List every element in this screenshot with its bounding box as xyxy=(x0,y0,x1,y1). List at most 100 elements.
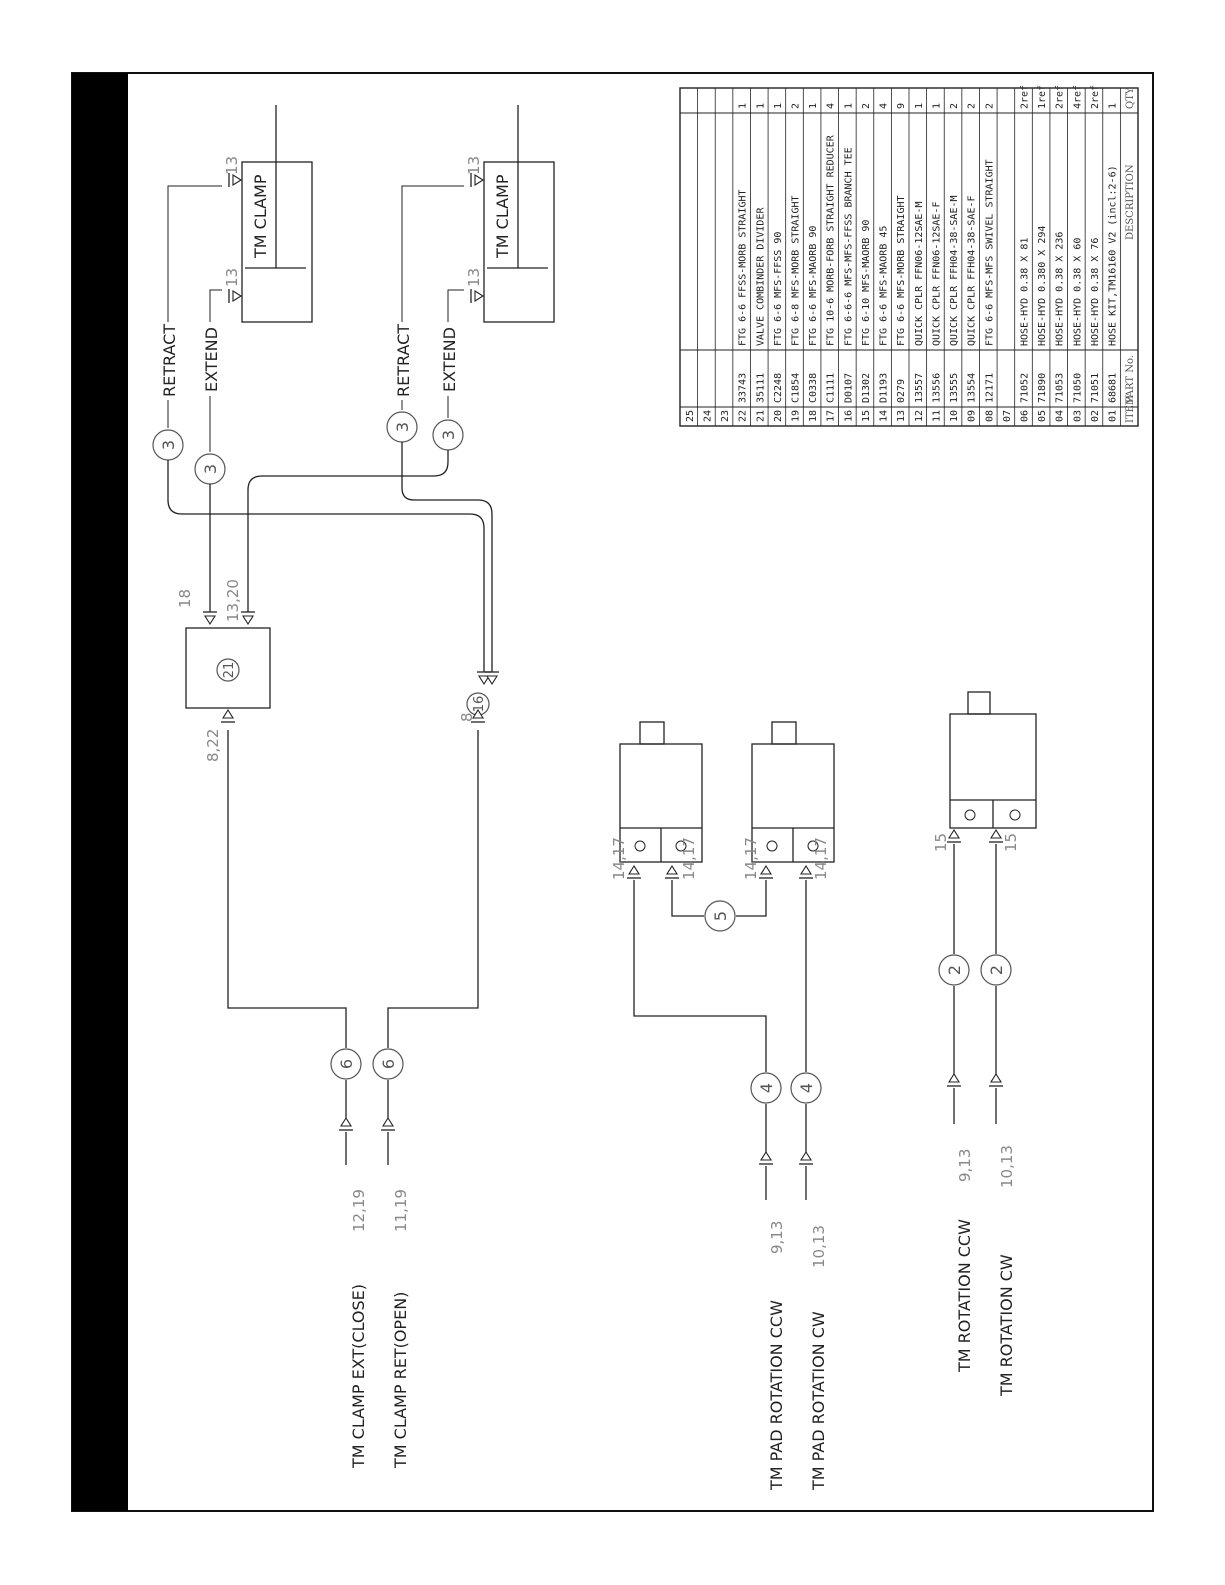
bom-item-number: 05 xyxy=(1037,410,1048,422)
bom-qty: 2 xyxy=(984,103,995,109)
bom-item-number: 02 xyxy=(1090,410,1101,422)
bom-qty: 1ref xyxy=(1037,85,1048,109)
bom-description: HOSE KIT,TM16160 V2 (incl:2-6) xyxy=(1108,165,1119,346)
bom-item-number: 21 xyxy=(755,410,766,422)
balloon-3: 3 xyxy=(386,411,418,443)
bom-item-number: 14 xyxy=(879,410,890,422)
port-label-13: 13 xyxy=(465,268,483,287)
tm-clamp-cylinder-top xyxy=(241,105,313,323)
bom-item-number: 13 xyxy=(896,410,907,422)
bom-qty: 1 xyxy=(931,103,942,109)
port-label-13: 13 xyxy=(465,156,483,175)
tm-clamp-label-top: TM CLAMP xyxy=(251,174,270,259)
svg-text:2: 2 xyxy=(945,965,964,975)
svg-text:3: 3 xyxy=(439,430,458,440)
bom-description: FTG 6-6 MFS-MAORB 45 xyxy=(879,226,890,346)
bom-part-number: 71052 xyxy=(1020,373,1031,403)
bom-description: HOSE-HYD 0.38 X 76 xyxy=(1090,238,1101,346)
bom-part-number: 68681 xyxy=(1108,373,1119,403)
bom-item-number: 11 xyxy=(931,410,942,422)
clamp-ext-label: TM CLAMP EXT(CLOSE) xyxy=(349,1284,368,1469)
bom-part-number: D1193 xyxy=(879,373,890,403)
bom-description: FTG 10-6 MORB-FORB STRAIGHT REDUCER xyxy=(826,134,837,346)
bom-description: VALVE COMBINDER DIVIDER xyxy=(755,207,766,346)
bom-part-number: D0107 xyxy=(843,373,854,403)
extend-label: EXTEND xyxy=(202,327,221,392)
bom-item-number: 19 xyxy=(791,410,802,422)
bom-item-number: 15 xyxy=(861,410,872,422)
bom-qty: 9 xyxy=(896,103,907,109)
bom-description: FTG 6-8 MFS-MORB STRAIGHT xyxy=(791,195,802,346)
bom-header-qty: QTY xyxy=(1125,87,1136,109)
bom-item-number: 06 xyxy=(1020,410,1031,422)
extend-label: EXTEND xyxy=(440,327,459,392)
bom-description: FTG 6-6 MFS-FFSS 90 xyxy=(773,232,784,346)
bom-part-number: 71051 xyxy=(1090,373,1101,403)
bom-header-item: ITEM xyxy=(1125,395,1136,423)
combiner-divider-valve xyxy=(185,627,271,709)
rot-ccw-ref: 9,13 xyxy=(956,1149,974,1182)
port-label-14-17: 14,17 xyxy=(742,837,760,880)
bom-part-number: 71890 xyxy=(1037,373,1048,403)
bom-item-number: 12 xyxy=(914,410,925,422)
clamp-ext-ref: 12,19 xyxy=(350,1189,368,1232)
port-label-15: 15 xyxy=(932,833,950,852)
balloon-3: 3 xyxy=(432,419,464,451)
bom-part-number: D1302 xyxy=(861,373,872,403)
bom-qty: 2ref xyxy=(1020,85,1031,109)
bom-part-number: 13554 xyxy=(967,373,978,403)
svg-text:6: 6 xyxy=(379,1059,398,1069)
bom-qty: 2 xyxy=(967,103,978,109)
bom-qty: 1 xyxy=(808,103,819,109)
bom-qty: 2ref xyxy=(1055,85,1066,109)
bom-qty: 4ref xyxy=(1072,85,1083,109)
bom-description: QUICK CPLR FFH04-38-SAE-F xyxy=(967,195,978,346)
bom-part-number: C1111 xyxy=(826,373,837,403)
bom-item-number: 01 xyxy=(1108,410,1119,422)
bom-item-number: 10 xyxy=(949,410,960,422)
bom-part-number: 13556 xyxy=(931,373,942,403)
svg-text:3: 3 xyxy=(159,440,178,450)
port-label-14-17: 14,17 xyxy=(812,837,830,880)
balloon-3: 3 xyxy=(152,429,184,461)
bom-item-number: 07 xyxy=(1002,410,1013,422)
port-label-15: 15 xyxy=(1002,833,1020,852)
rot-ccw-label: TM ROTATION CCW xyxy=(955,1219,974,1373)
bom-qty: 1 xyxy=(755,103,766,109)
bom-item-number: 20 xyxy=(773,410,784,422)
port-label-8-22: 8,22 xyxy=(204,729,222,762)
svg-text:4: 4 xyxy=(757,1083,776,1093)
bom-description: QUICK CPLR FFN06-12SAE-M xyxy=(914,202,925,347)
bom-part-number: 12171 xyxy=(984,373,995,403)
bom-item-number: 09 xyxy=(967,410,978,422)
bom-item-number: 04 xyxy=(1055,410,1066,422)
bom-description: HOSE-HYD 0.38 X 236 xyxy=(1055,232,1066,346)
balloon-2: 2 xyxy=(980,954,1012,986)
bom-qty: 2 xyxy=(949,103,960,109)
bom-item-number: 23 xyxy=(720,410,731,422)
bom-item-number: 18 xyxy=(808,410,819,422)
balloon-5: 5 xyxy=(704,900,736,932)
bom-qty: 1 xyxy=(1108,103,1119,109)
bom-qty: 4 xyxy=(826,103,837,109)
bom-part-number: C1854 xyxy=(791,373,802,403)
bom-part-number: 71050 xyxy=(1072,373,1083,403)
bom-header-part: PART No. xyxy=(1125,355,1136,403)
bom-qty: 2 xyxy=(861,103,872,109)
bom-part-number: 33743 xyxy=(738,373,749,403)
pad-cw-ref: 10,13 xyxy=(810,1225,828,1268)
svg-text:21: 21 xyxy=(222,662,237,679)
clamp-ret-label: TM CLAMP RET(OPEN) xyxy=(391,1292,410,1469)
balloon-6: 6 xyxy=(372,1048,404,1080)
bom-description: HOSE-HYD 0.38 X 81 xyxy=(1020,238,1031,346)
bom-description: HOSE-HYD 0.380 X 294 xyxy=(1037,226,1048,346)
port-label-18: 18 xyxy=(176,589,194,608)
svg-text:4: 4 xyxy=(797,1083,816,1093)
bom-part-number: 0279 xyxy=(896,379,907,403)
balloon-4: 4 xyxy=(750,1072,782,1104)
rotation-motor xyxy=(949,691,1037,829)
bom-part-number: C2248 xyxy=(773,373,784,403)
port-label-13: 13 xyxy=(223,268,241,287)
